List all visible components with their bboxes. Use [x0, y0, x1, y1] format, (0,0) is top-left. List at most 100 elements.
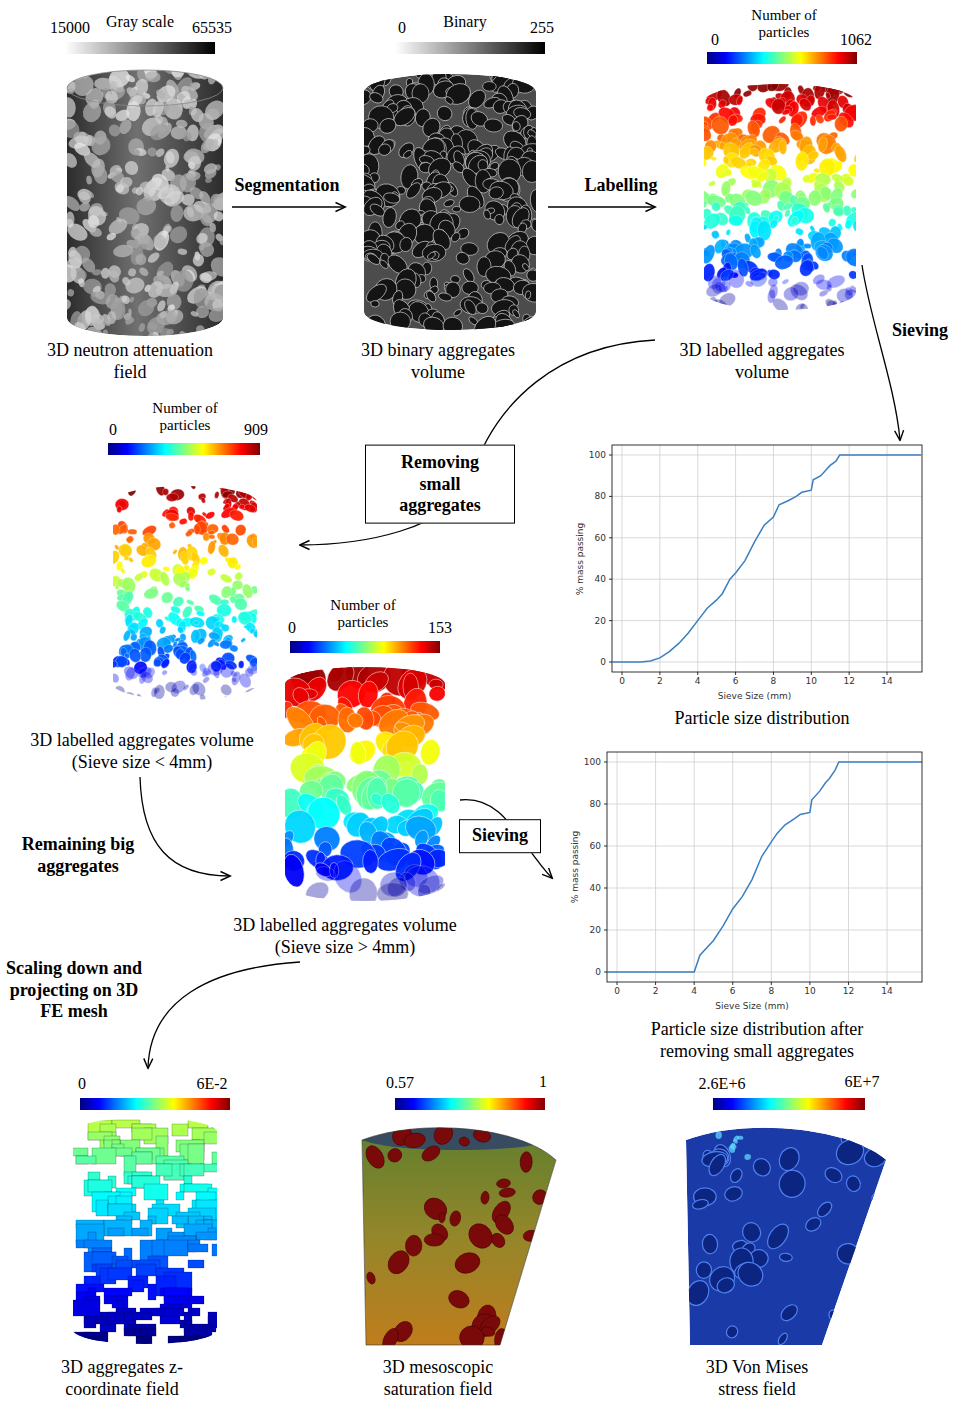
aggregate	[188, 512, 194, 521]
colour-bar-text: Number of particles	[318, 597, 408, 632]
panel-caption: 3D labelled aggregates volume (Sieve siz…	[27, 730, 257, 774]
aggregate	[728, 93, 743, 106]
voxel-block	[136, 1264, 156, 1276]
aggregate	[835, 287, 854, 304]
tick-mark	[809, 982, 810, 985]
axis-text: 60	[595, 533, 606, 543]
label-anchor: 80	[595, 491, 606, 501]
edge-label-anchor: Labelling	[581, 174, 660, 198]
aggregate	[124, 73, 136, 84]
voxel-block	[104, 1288, 132, 1296]
label-anchor: % mass passing	[570, 831, 580, 903]
aggregate	[232, 616, 238, 623]
aggregate	[224, 531, 240, 547]
tick-mark	[617, 982, 618, 985]
aggregate	[152, 233, 168, 250]
aggregate	[723, 169, 732, 177]
aggregate	[529, 73, 539, 81]
aggregate	[204, 510, 216, 520]
stress-aggregate	[822, 1165, 844, 1186]
voxel-block	[172, 1124, 188, 1136]
step-box: Removing small aggregates	[365, 445, 515, 524]
saturated-aggregate	[449, 1210, 463, 1227]
aggregate	[119, 567, 126, 574]
aggregate	[831, 203, 845, 216]
label-anchor: 8	[768, 986, 774, 996]
image-panel: 3D labelled aggregates volume (Sieve siz…	[230, 660, 460, 962]
grid-line	[612, 620, 922, 621]
aggregate	[699, 200, 707, 209]
grid-line	[612, 496, 922, 497]
aggregate	[122, 159, 140, 178]
aggregate	[122, 629, 132, 642]
label-anchor: 40	[595, 574, 606, 584]
label-anchor: 6E-2	[196, 1075, 227, 1093]
aggregate	[821, 202, 831, 214]
aggregate	[113, 684, 127, 698]
aggregate	[134, 147, 148, 157]
stress-hotspot	[728, 1145, 736, 1154]
axis-text: % mass passing	[575, 522, 585, 594]
grid-line	[617, 752, 618, 982]
aggregate	[125, 535, 135, 545]
label-anchor: 12	[843, 676, 854, 686]
stress-aggregate	[706, 1152, 729, 1179]
aggregate	[700, 159, 708, 167]
grid-line	[612, 662, 922, 663]
aggregate	[213, 641, 220, 647]
stress-aggregate	[683, 1277, 713, 1309]
axis-text: 0	[600, 657, 606, 667]
aggregate	[166, 223, 190, 247]
saturated-aggregate	[520, 1151, 533, 1172]
axis-text: 0	[619, 676, 625, 686]
voxel-block	[72, 1148, 88, 1156]
aggregate	[86, 175, 93, 184]
label-anchor: 65535	[192, 19, 232, 37]
grid-line	[607, 888, 922, 889]
voxel-block	[188, 1260, 204, 1268]
tick-mark	[609, 455, 612, 456]
label-anchor: 255	[530, 19, 554, 37]
aggregate	[427, 685, 447, 703]
tick-mark	[604, 930, 607, 931]
aggregate	[107, 269, 121, 284]
grid-line	[607, 846, 922, 847]
aggregate	[219, 237, 230, 247]
axis-text: 40	[590, 883, 601, 893]
tick-mark	[697, 672, 698, 675]
voxel-block	[108, 1228, 124, 1236]
panel-caption: Particle size distribution after removin…	[617, 1019, 897, 1063]
aggregate	[178, 517, 188, 525]
grid-line	[771, 752, 772, 982]
aggregate	[742, 89, 753, 98]
aggregate	[165, 512, 180, 522]
aggregate	[161, 669, 168, 676]
axis-text: 80	[595, 491, 606, 501]
saturated-aggregate	[439, 1212, 446, 1223]
label-anchor: Sieve Size (mm)	[715, 1001, 788, 1011]
voxel-block	[148, 1284, 156, 1300]
aggregate	[416, 883, 433, 901]
label-anchor: 0	[711, 31, 719, 49]
step-label: Remaining big aggregates	[11, 833, 145, 878]
label-anchor: 0	[109, 421, 117, 439]
aggregate	[377, 116, 398, 136]
label-anchor: 0	[614, 986, 620, 996]
voxel-block	[196, 1232, 224, 1240]
label-anchor: 2.6E+6	[699, 1075, 746, 1093]
aggregate	[129, 246, 146, 266]
stress-figure	[683, 1128, 889, 1346]
label-anchor: 40	[590, 883, 601, 893]
voxel-block	[96, 1200, 108, 1216]
stress-aggregate	[826, 1307, 850, 1331]
tick-mark	[609, 620, 612, 621]
voxel-block	[156, 1164, 172, 1176]
aggregate	[112, 180, 131, 197]
aggregate	[177, 620, 188, 635]
tick-mark	[609, 537, 612, 538]
aggregate	[790, 215, 800, 226]
aggregate	[172, 549, 178, 555]
aggregate	[708, 180, 717, 187]
aggregate	[218, 682, 234, 698]
aggregate	[723, 285, 728, 292]
